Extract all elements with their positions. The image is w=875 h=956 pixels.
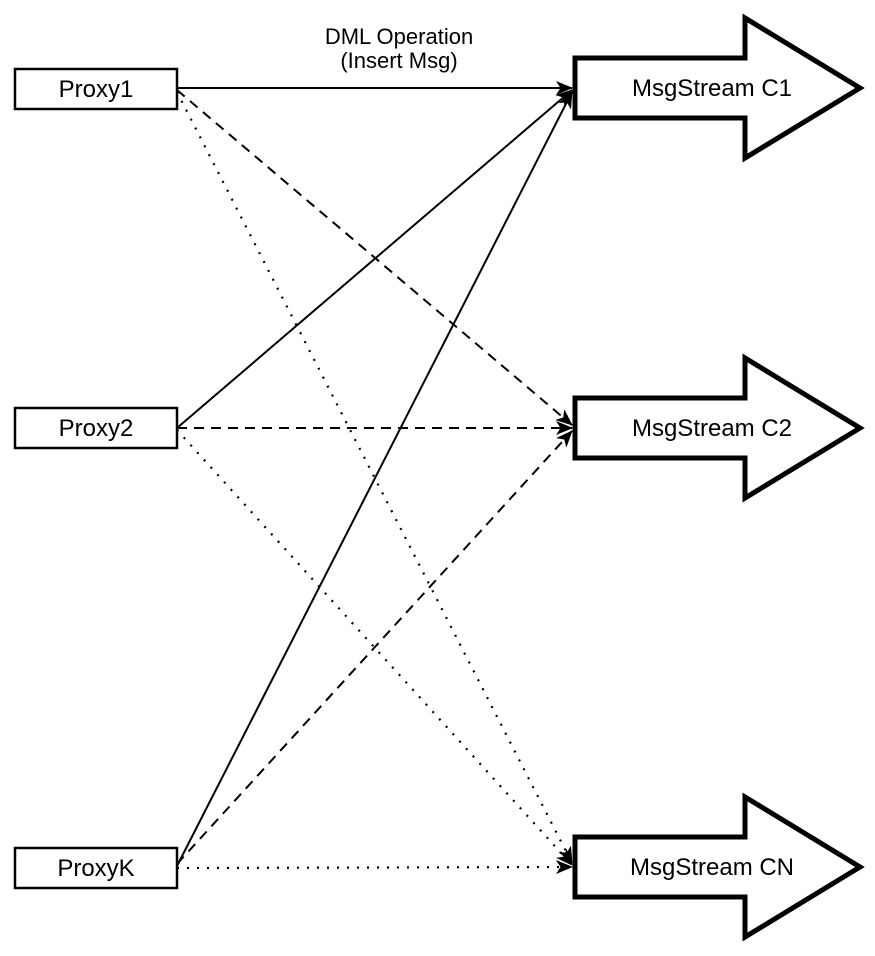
edge-proxy1-to-cn-dotted [176,91,573,864]
proxy2-box [13,406,179,450]
proxy2-label: Proxy2 [59,415,134,442]
msgstream-cn-arrow [572,792,865,942]
edge-proxyk-to-c2-dashed [176,430,573,865]
proxyk-node: ProxyK [13,846,179,890]
dml-operation-label-line2: (Insert Msg) [340,48,457,73]
msgstream-c2-node: MsgStream C2 [572,353,865,503]
msgstream-c1-label: MsgStream C1 [632,75,792,102]
msgstream-c2-label: MsgStream C2 [632,415,792,442]
proxy1-label: Proxy1 [59,76,134,103]
msgstream-cn-label: MsgStream CN [630,854,794,881]
msgstream-cn-node: MsgStream CN [572,792,865,942]
edge-proxy2-to-c1-solid [176,89,573,429]
msgstream-c2-arrow [572,353,865,503]
proxyk-box [13,846,179,890]
proxy2-node: Proxy2 [13,406,179,450]
proxy1-box [13,67,179,111]
msgstream-c1-node: MsgStream C1 [572,13,865,163]
proxy1-node: Proxy1 [13,67,179,111]
edge-proxy1-to-c2-dashed [176,89,573,426]
dml-operation-label-line1: DML Operation [325,24,473,49]
edge-proxyk-to-cn-dotted [176,860,573,875]
edge-proxyk-to-c1-solid [176,91,573,867]
msgstream-c1-arrow [572,13,865,163]
proxyk-label: ProxyK [57,855,134,882]
